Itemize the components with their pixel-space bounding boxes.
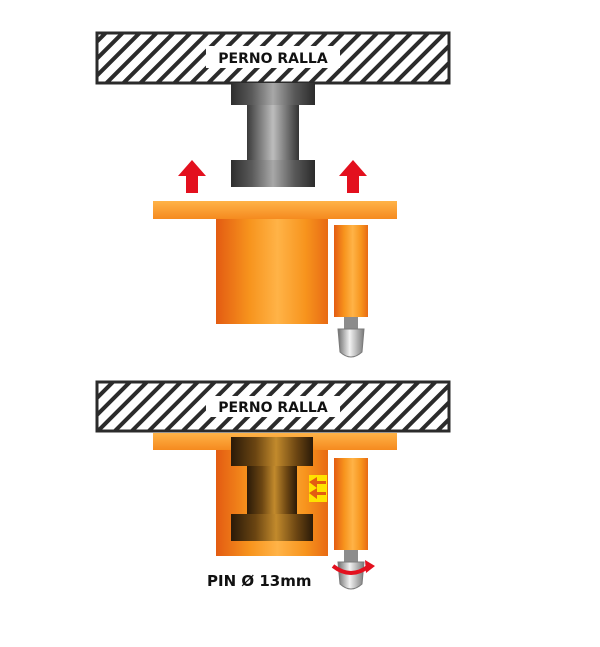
hatched-plate-bottom bbox=[95, 380, 451, 433]
locking-pin bbox=[309, 475, 327, 502]
top-panel: PERNO RALLA bbox=[95, 31, 451, 358]
bottom-panel: PERNO RALLA PIN Ø 13 bbox=[95, 380, 451, 590]
plate-label-bg-top bbox=[206, 46, 340, 68]
plate-label-bg-bottom bbox=[206, 396, 340, 417]
up-arrow-icon bbox=[178, 160, 206, 193]
rotate-arrow-icon bbox=[331, 560, 375, 575]
plate-label-bottom: PERNO RALLA bbox=[218, 400, 328, 416]
king-pin-bottom bbox=[231, 437, 313, 541]
coupling-body-top bbox=[153, 201, 397, 324]
plate-label-top: PERNO RALLA bbox=[218, 51, 328, 67]
double-arrow-icon bbox=[309, 477, 326, 499]
release-handle-bottom bbox=[337, 550, 365, 590]
release-handle-top bbox=[337, 317, 365, 358]
up-arrow-icon bbox=[339, 160, 367, 193]
king-pin-top bbox=[231, 83, 315, 187]
pin-label: PIN Ø 13mm bbox=[207, 572, 311, 590]
